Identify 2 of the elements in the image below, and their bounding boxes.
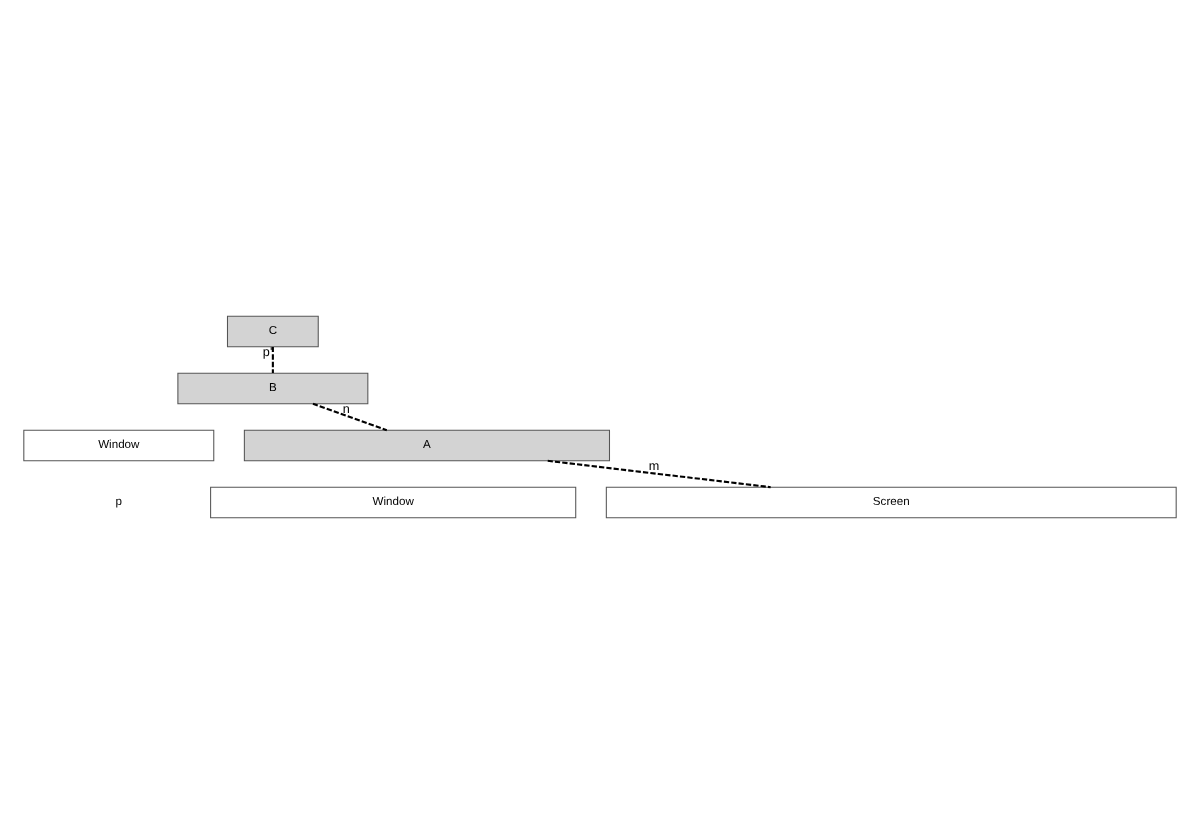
connector (547, 458, 771, 488)
connector (271, 346, 274, 372)
